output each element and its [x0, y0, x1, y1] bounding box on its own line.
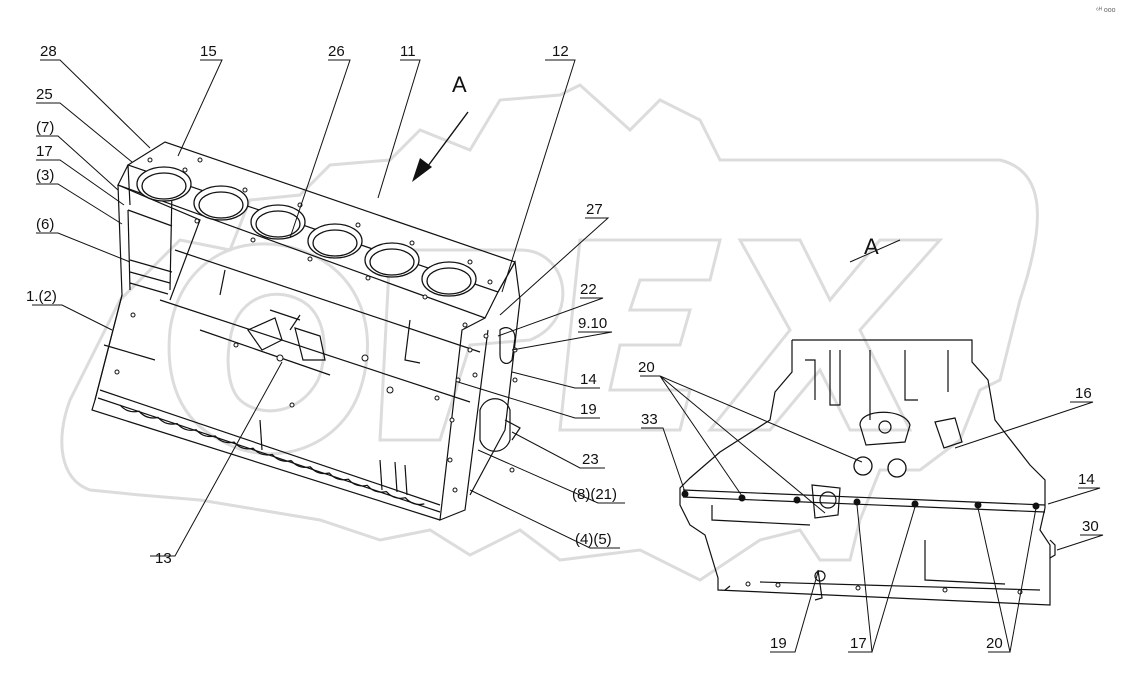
callout-label: (4)(5) — [575, 531, 612, 548]
callout-label: 25 — [36, 86, 53, 103]
callout-label: 33 — [641, 411, 658, 428]
cylinder-bores — [136, 166, 477, 297]
callout-label: (7) — [36, 119, 54, 136]
callout-label: 13 — [155, 550, 172, 567]
watermark — [60, 83, 1039, 582]
callout-label: 12 — [552, 43, 569, 60]
callout-label: 28 — [40, 43, 57, 60]
callouts-left: 28 15 26 11 12 25 (7) 17 (3) (6) 1.(2) 2… — [26, 43, 617, 567]
callout-label: 17 — [36, 143, 53, 160]
callout-label: 17 — [850, 635, 867, 652]
view-label-right: A — [864, 234, 879, 259]
view-arrow-right — [849, 239, 901, 263]
callout-label: 16 — [1075, 385, 1092, 402]
callouts-right: 20 33 16 14 30 19 17 20 — [638, 359, 1099, 652]
callout-label: (6) — [36, 216, 54, 233]
callout-label: 15 — [200, 43, 217, 60]
callout-label: 14 — [1078, 471, 1095, 488]
callout-label: 23 — [582, 451, 599, 468]
callout-label: 27 — [586, 201, 603, 218]
callout-label: 26 — [328, 43, 345, 60]
callout-label: 14 — [580, 371, 597, 388]
callout-label: (8)(21) — [572, 486, 617, 503]
callout-label: 20 — [986, 635, 1003, 652]
view-arrow — [412, 111, 469, 182]
callout-label: 19 — [770, 635, 787, 652]
callout-label: 22 — [580, 281, 597, 298]
callout-label: 1.(2) — [26, 288, 57, 305]
view-label-top: A — [452, 72, 467, 97]
engine-block-side-view — [679, 339, 1056, 606]
callout-label: (3) — [36, 167, 54, 184]
callout-label: 11 — [400, 43, 416, 60]
corner-mark: ⁶ᴴ ooo — [1096, 7, 1116, 14]
leader-lines — [32, 59, 1104, 653]
callout-label: 9.10 — [578, 315, 607, 332]
callout-label: 30 — [1082, 518, 1099, 535]
callout-label: 20 — [638, 359, 655, 376]
block-holes — [114, 157, 518, 493]
callout-label: 19 — [580, 401, 597, 418]
